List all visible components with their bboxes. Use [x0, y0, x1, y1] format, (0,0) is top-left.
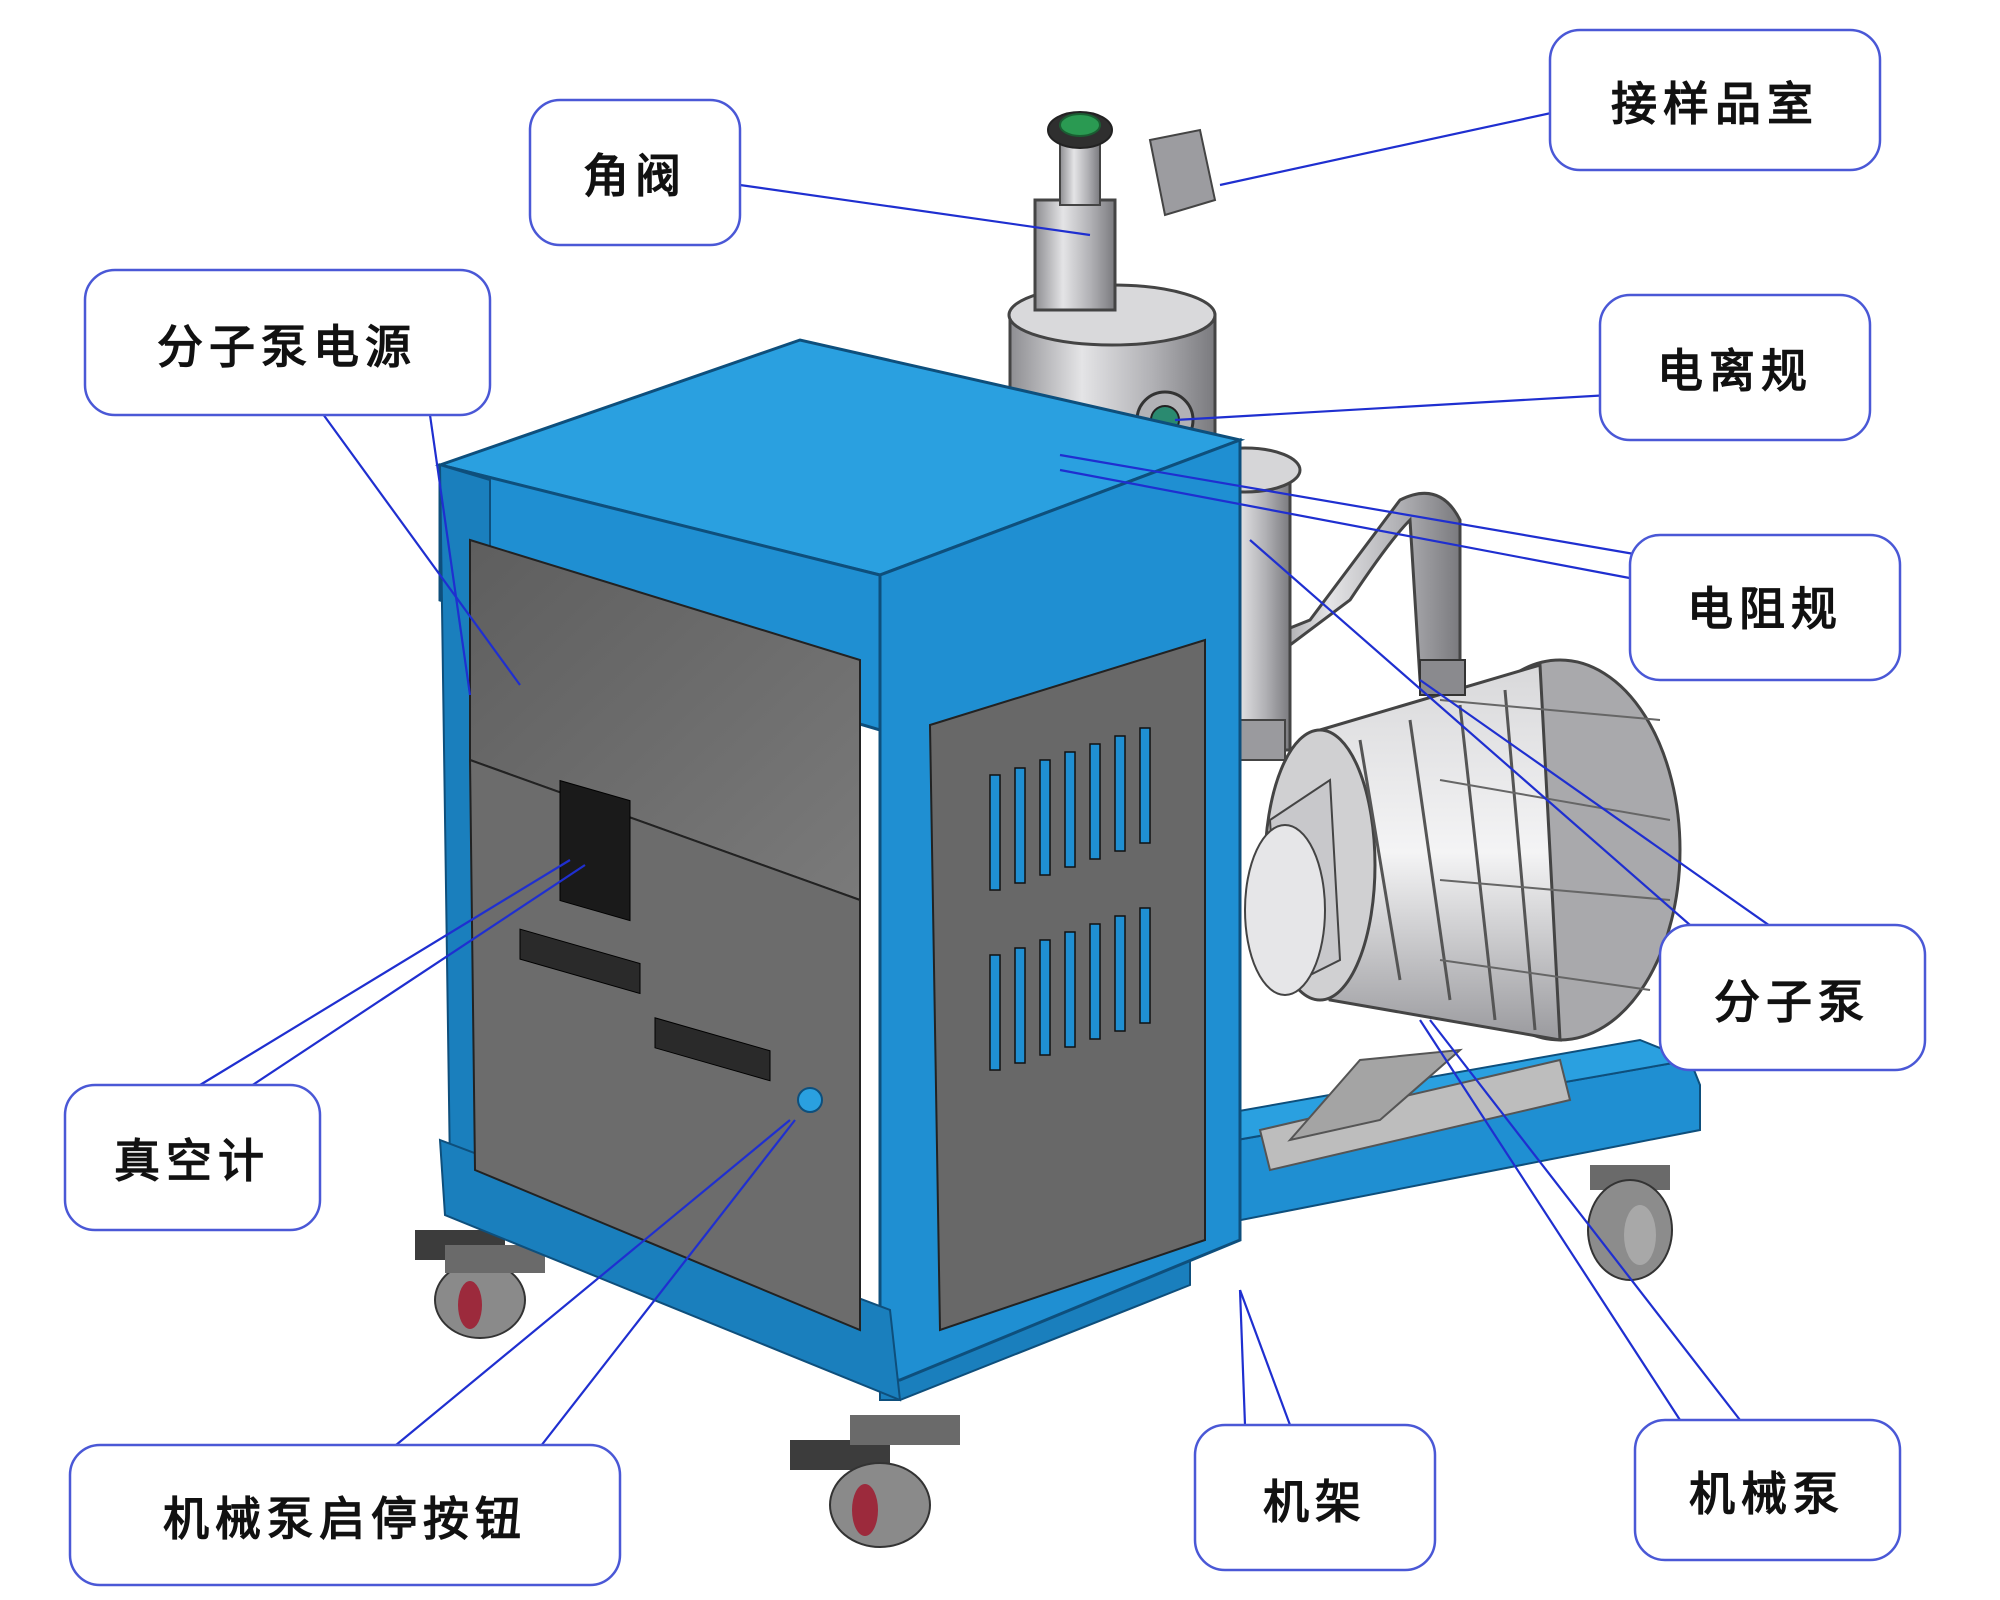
callout-vacuum-gauge-label: 真空计	[114, 1134, 270, 1188]
leader-molecular-pump-2	[1419, 679, 1791, 941]
leader-frame-2	[1238, 1289, 1292, 1426]
leader-sample-chamber	[1219, 108, 1566, 187]
callout-molecular-pump-power: 分子泵电源	[83, 268, 492, 417]
leader-molecular-pump-power-2	[428, 414, 472, 696]
callout-vacuum-gauge: 真空计	[63, 1083, 322, 1232]
caster-front-left	[415, 1230, 545, 1339]
leader-resistance-gauge-1	[1059, 453, 1641, 557]
leader-molecular-pump-1	[1249, 539, 1731, 961]
callout-frame: 机架	[1193, 1423, 1437, 1572]
leader-molecular-pump-power-1	[319, 409, 521, 686]
callout-resistance-gauge: 电阻规	[1628, 533, 1902, 682]
callout-mech-pump-switch: 机械泵启停按钮	[68, 1443, 622, 1587]
leader-resistance-gauge-2	[1059, 468, 1641, 582]
leader-mech-pump-switch-1	[389, 1119, 791, 1451]
callout-angle-valve: 角阀	[528, 98, 742, 247]
caster-wheels	[415, 1165, 1673, 1548]
leader-frame-1	[1238, 1289, 1247, 1426]
mechanical-pump-body	[1244, 658, 1682, 1042]
callout-molecular-pump-power-label: 分子泵电源	[157, 320, 417, 374]
caster-back-right	[1587, 1165, 1673, 1281]
caster-front-middle	[790, 1415, 960, 1548]
leader-mechanical-pump-2	[1429, 1019, 1741, 1421]
pump-support	[1258, 1048, 1572, 1172]
elbow-pipe	[1257, 491, 1466, 696]
callout-molecular-pump-label: 分子泵	[1714, 975, 1870, 1029]
callout-mechanical-pump-label: 机械泵	[1689, 1467, 1845, 1521]
callout-mech-pump-switch-label: 机械泵启停按钮	[163, 1492, 527, 1546]
equipment-illustration	[415, 111, 1701, 1548]
callout-resistance-gauge-label: 电阻规	[1687, 582, 1843, 636]
callout-mechanical-pump: 机械泵	[1633, 1418, 1902, 1562]
callout-molecular-pump: 分子泵	[1658, 923, 1927, 1072]
leader-vacuum-gauge-1	[199, 859, 571, 1086]
control-cabinet	[434, 338, 1246, 1402]
leader-vacuum-gauge-2	[244, 864, 586, 1091]
leader-angle-valve	[739, 183, 1091, 237]
leader-mech-pump-switch-2	[529, 1119, 796, 1461]
callout-sample-chamber: 接样品室	[1548, 28, 1882, 172]
leader-ionization-gauge	[1174, 393, 1611, 422]
callout-ionization-gauge: 电离规	[1598, 293, 1872, 442]
callout-frame-label: 机架	[1263, 1475, 1367, 1529]
callout-sample-chamber-label: 接样品室	[1611, 77, 1819, 131]
leader-lines	[199, 108, 1791, 1461]
callout-angle-valve-label: 角阀	[583, 149, 687, 203]
callout-ionization-gauge-label: 电离规	[1657, 344, 1813, 398]
leader-mechanical-pump-1	[1419, 1019, 1681, 1421]
